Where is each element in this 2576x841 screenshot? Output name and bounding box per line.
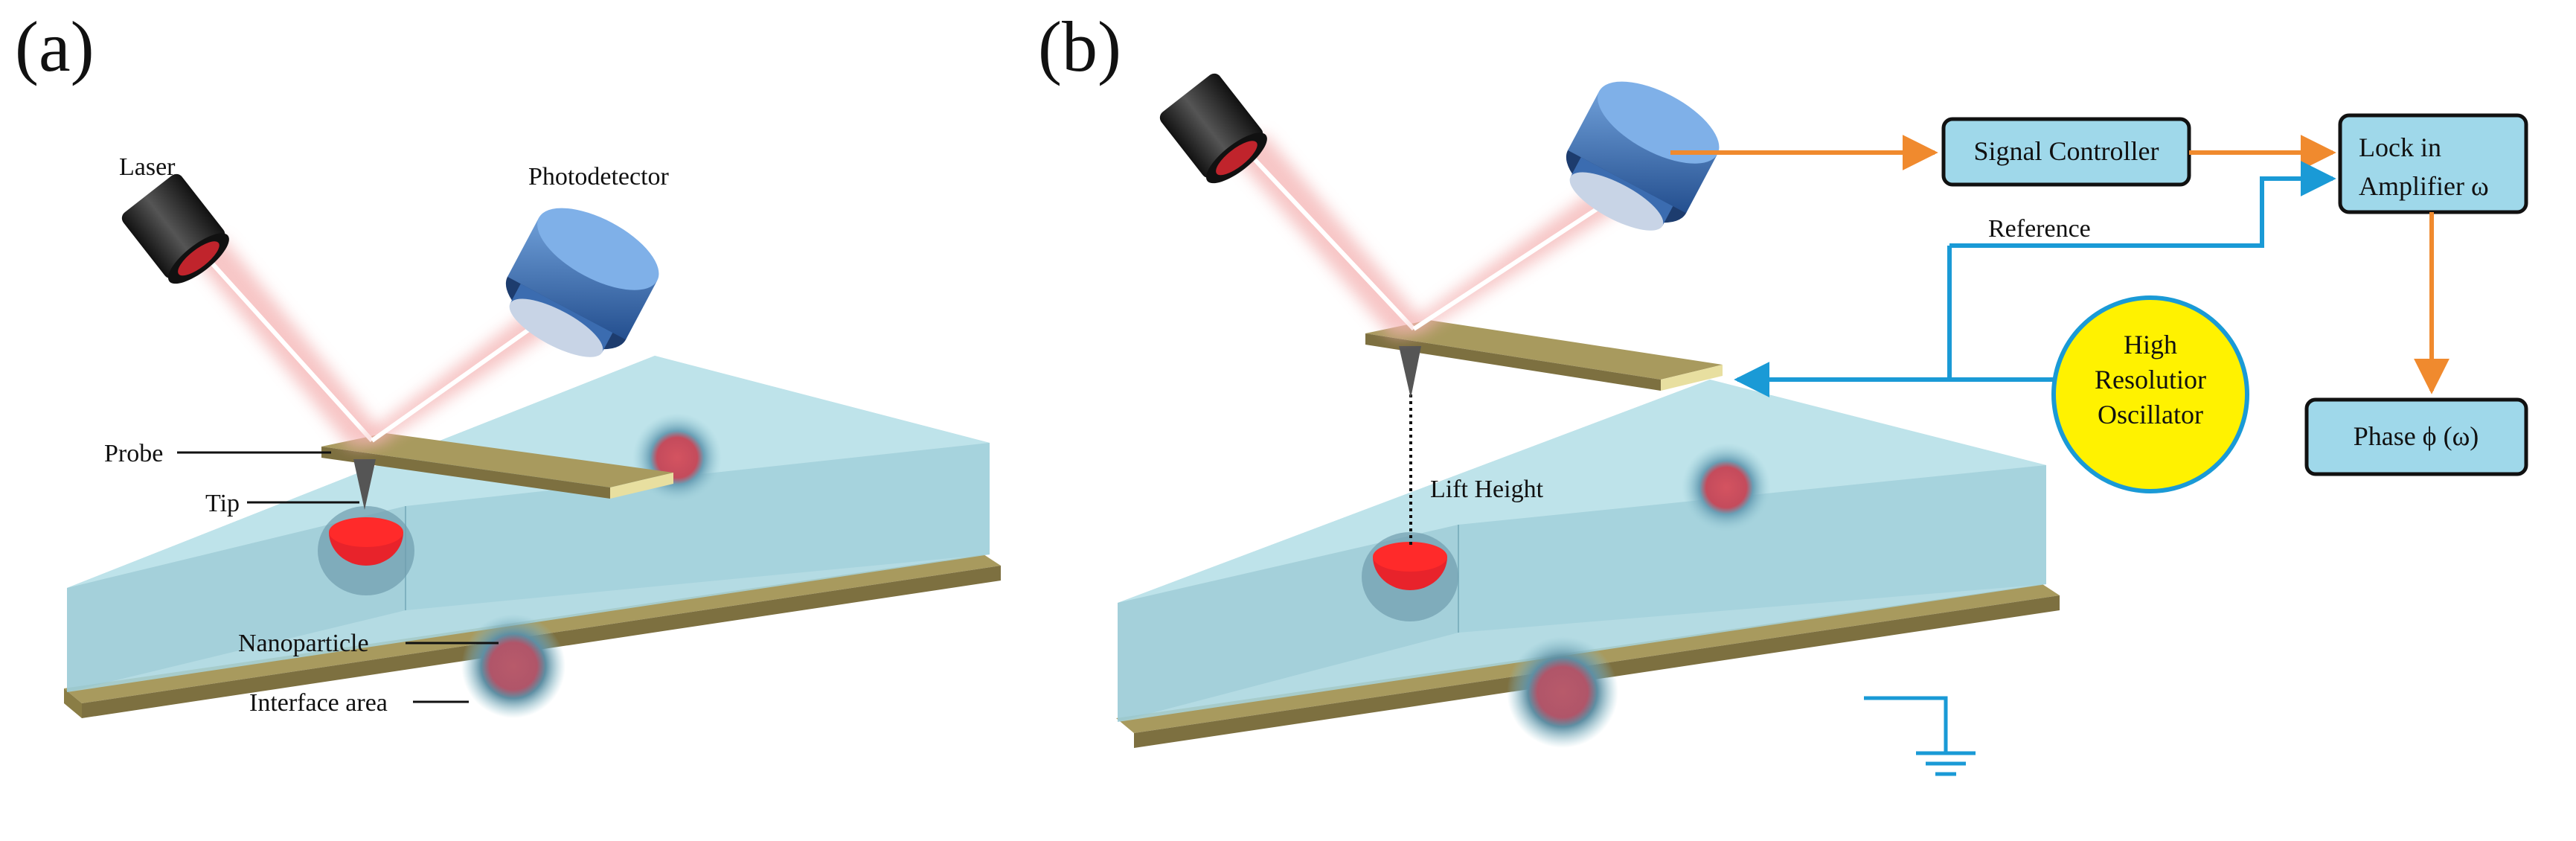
phase-label: Phase ϕ (ω) (2354, 421, 2479, 451)
panel-b-label: (b) (1038, 7, 1121, 86)
lock-in-label-1: Lock in (2359, 132, 2441, 162)
nanoparticle-top (329, 517, 403, 547)
photodetector-b (1566, 81, 1720, 231)
nanoparticle-deep (461, 614, 565, 718)
panel-b: (b) Lift Height (1038, 7, 2528, 776)
laser (121, 173, 229, 284)
oscillator-circle: High Resolutior Oscillator (2051, 295, 2249, 493)
signal-controller-label: Signal Controller (1974, 136, 2159, 166)
label-photodetector: Photodetector (528, 163, 670, 191)
label-interface-area: Interface area (249, 689, 388, 717)
signal-controller-box: Signal Controller (1941, 117, 2191, 187)
ground-icon (1864, 696, 1976, 776)
signal-arrows (1670, 135, 2450, 397)
label-laser: Laser (119, 153, 176, 181)
label-lift-height: Lift Height (1430, 476, 1544, 503)
label-tip: Tip (205, 490, 240, 517)
label-reference: Reference (1988, 215, 2091, 243)
label-probe: Probe (104, 440, 163, 467)
lock-in-amplifier-box: Lock in Amplifier ω (2338, 113, 2528, 214)
label-nanoparticle: Nanoparticle (238, 630, 369, 657)
laser-b (1159, 73, 1267, 184)
oscillator-label-2: Resolutior (2095, 365, 2206, 394)
lock-in-label-2: Amplifier ω (2359, 171, 2489, 201)
probe-cantilever-b (1365, 320, 1723, 380)
laser-beam-b (1228, 134, 1633, 336)
oscillator-label-1: High (2124, 330, 2177, 359)
phase-box: Phase ϕ (ω) (2304, 397, 2528, 476)
panel-a: (a) (15, 7, 1001, 718)
photodetector (505, 208, 659, 357)
probe-tip (353, 459, 376, 510)
probe-cantilever (321, 433, 673, 487)
oscillator-label-3: Oscillator (2098, 400, 2203, 429)
panel-a-label: (a) (15, 7, 94, 86)
